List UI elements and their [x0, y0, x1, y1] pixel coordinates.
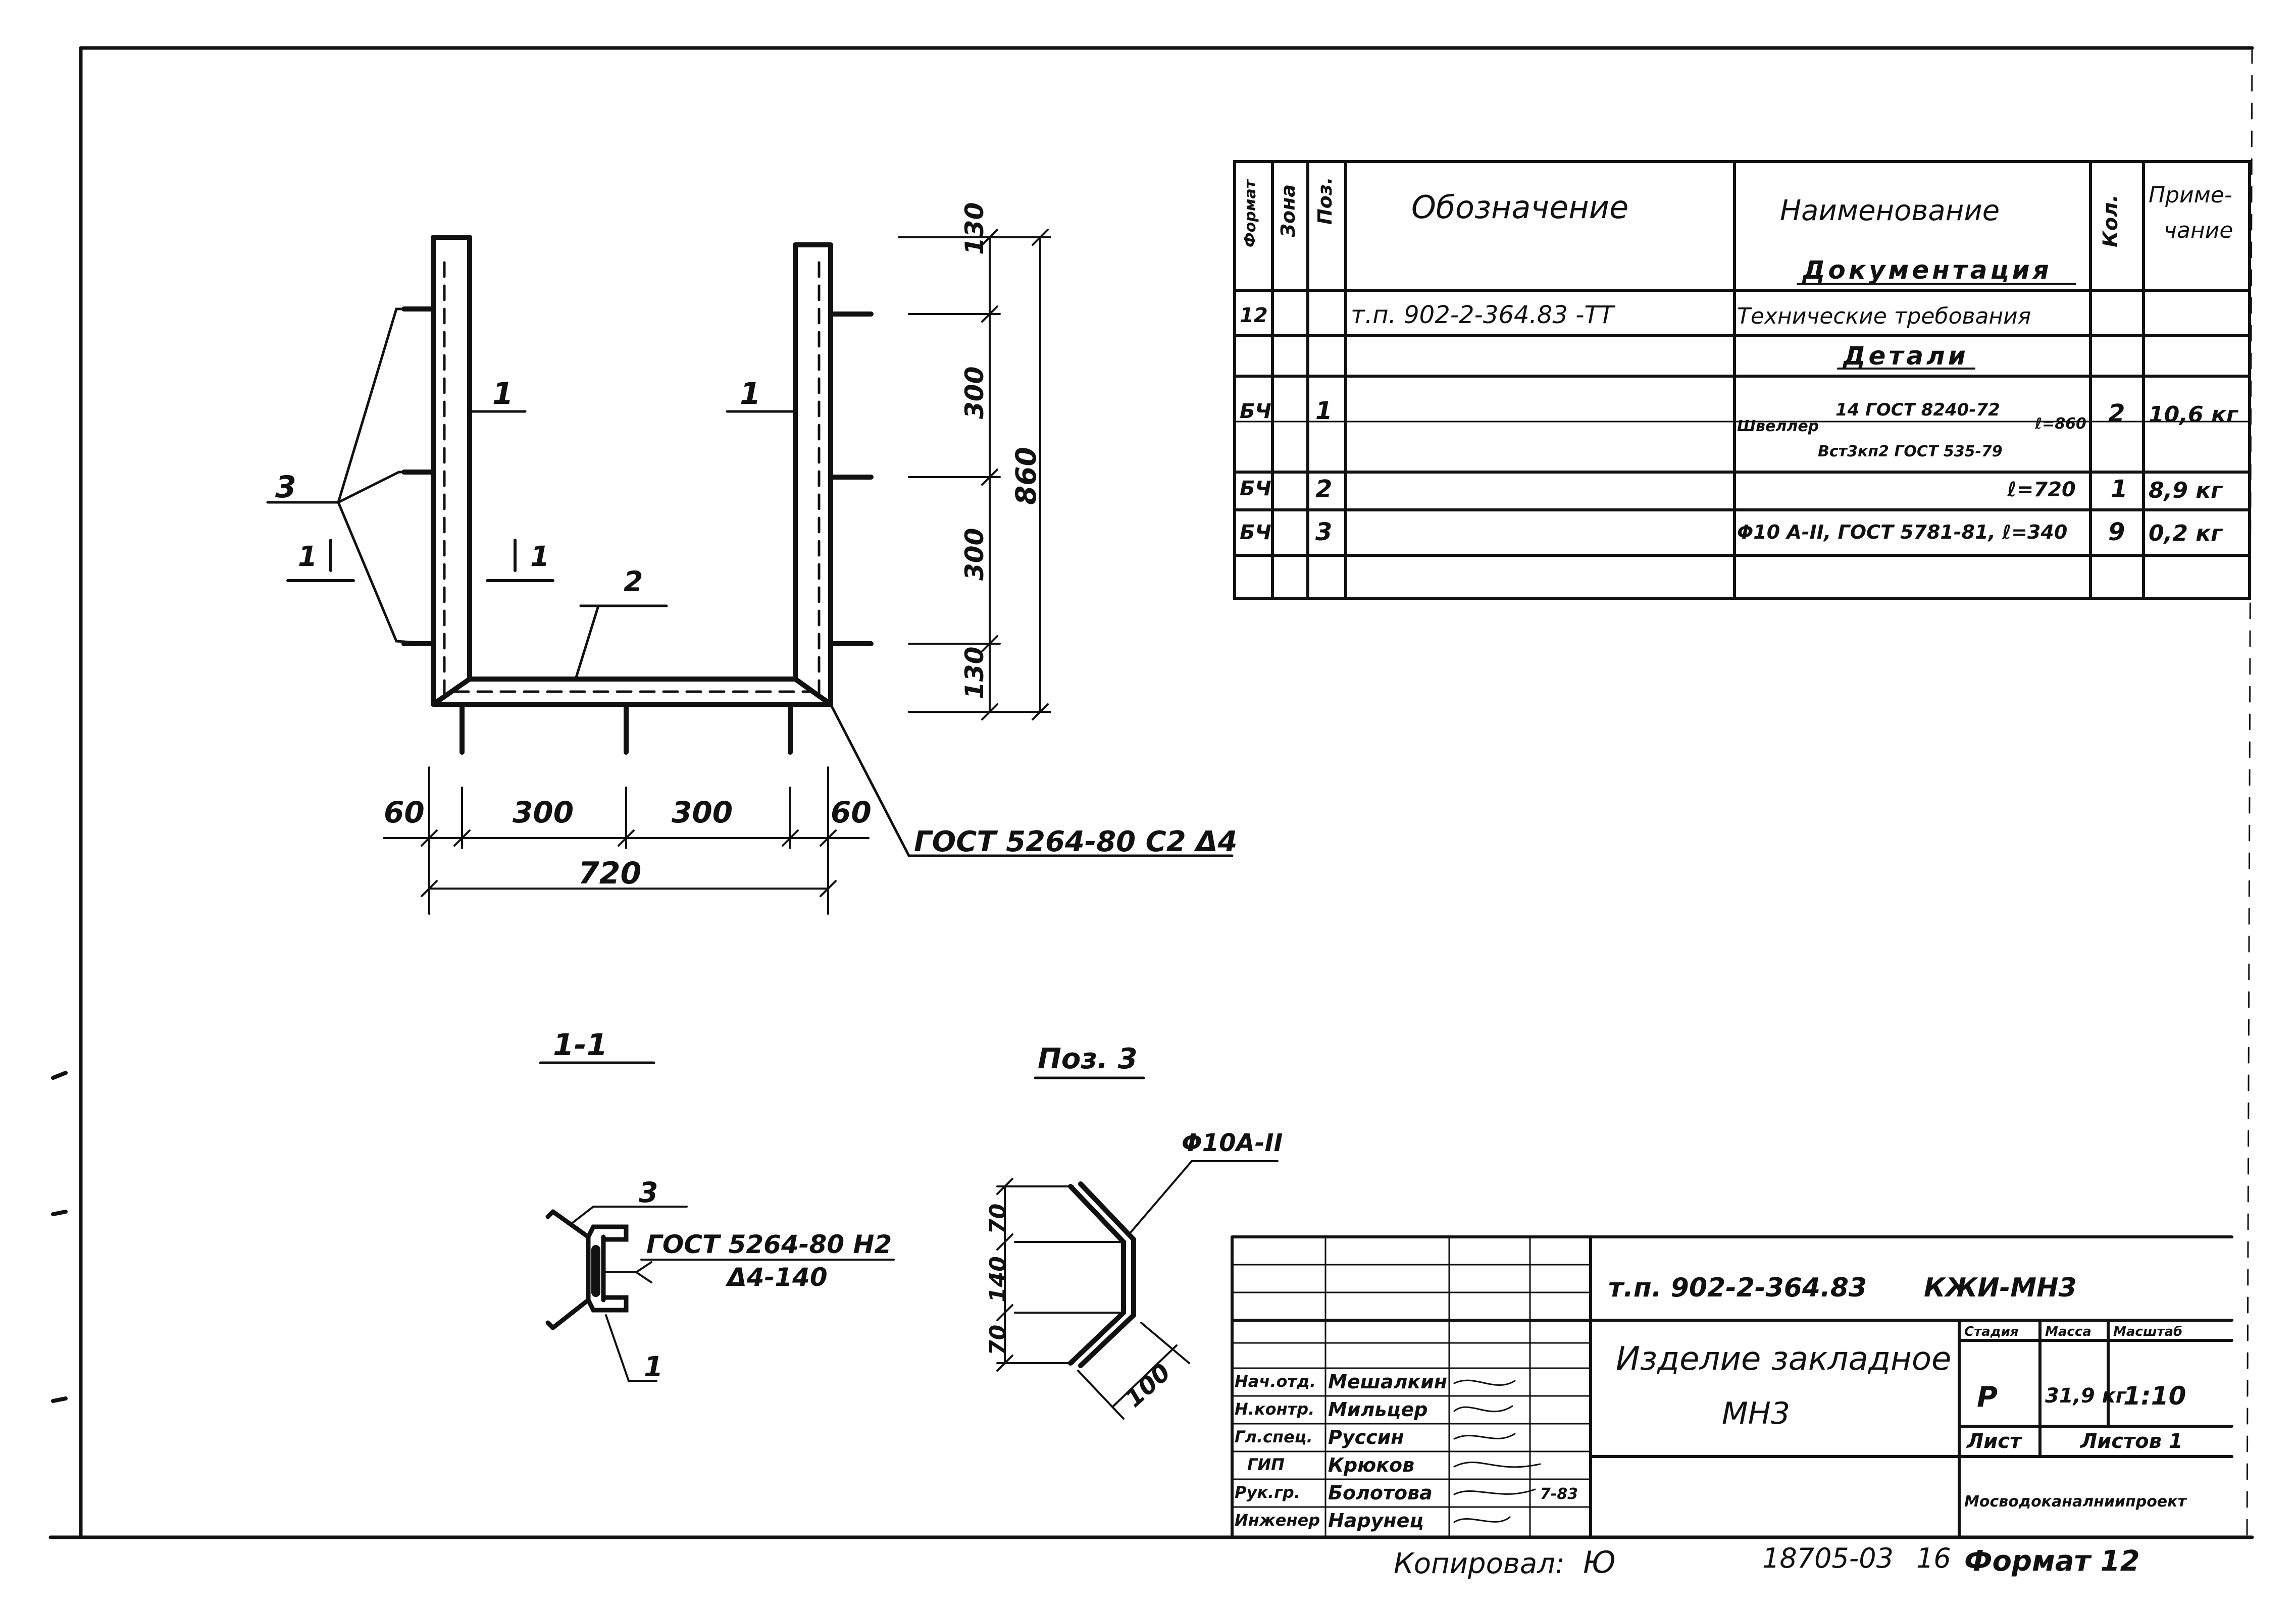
row-name-prefix: Швеллер — [1737, 418, 1819, 435]
section-1-1-view — [545, 1209, 629, 1330]
section-1-1-title: 1-1 — [553, 1027, 608, 1063]
copied-sign: Ю — [1583, 1545, 1616, 1580]
signature-name: Крюков — [1328, 1454, 1415, 1476]
mass-header: Масса — [2045, 1324, 2091, 1339]
sheet-frame — [48, 46, 2254, 1539]
section-parts: Детали — [1843, 341, 1969, 371]
header-pos: Поз. — [1314, 177, 1336, 225]
pos-label-channel-left: 1 — [492, 376, 514, 411]
sheet-label: Лист — [1967, 1430, 2022, 1453]
signature-name: Мешалкин — [1328, 1371, 1448, 1393]
dim-total-width: 720 — [578, 856, 642, 891]
header-format: Формат — [1242, 180, 1259, 247]
row-pos: 1 — [1315, 397, 1333, 425]
header-name: Наименование — [1780, 194, 2000, 227]
signature-role: Инженер — [1235, 1511, 1320, 1530]
pos-3-title: Поз. 3 — [1038, 1043, 1138, 1075]
row-name-suffix: ℓ=860 — [2035, 415, 2086, 433]
section-pos-top: 3 — [639, 1176, 658, 1209]
dim-bottom-3: 300 — [672, 795, 733, 829]
section-docs: Документация — [1803, 255, 2052, 285]
dims-bottom — [383, 766, 870, 915]
stage-header: Стадия — [1964, 1324, 2019, 1339]
stage-value: Р — [1977, 1381, 1998, 1414]
pos-3-bar-view — [1068, 1181, 1136, 1368]
dim-total-height: 860 — [1010, 447, 1042, 505]
header-qty: Кол. — [2099, 194, 2122, 247]
section-weld-note-2: Δ4-140 — [727, 1263, 828, 1292]
row-note: 0,2 кг — [2149, 521, 2223, 546]
dim-right-4: 130 — [960, 646, 989, 699]
header-zone: Зона — [1277, 184, 1299, 237]
row-qty: 1 — [2111, 475, 2128, 503]
signature-name: Нарунец — [1328, 1510, 1424, 1532]
pos-label-channel-right: 1 — [740, 376, 761, 411]
sheets-label: Листов 1 — [2080, 1430, 2183, 1453]
pos-3-bar-note: Φ10А-II — [1182, 1129, 1283, 1157]
dims-right — [898, 229, 1051, 720]
header-designation: Обозначение — [1411, 189, 1629, 226]
section-weld-note-1: ГОСТ 5264-80 Н2 — [646, 1230, 892, 1259]
row-note: 10,6 кг — [2149, 402, 2238, 428]
row-name-bottom: Вст3кп2 ГОСТ 535-79 — [1818, 443, 2003, 460]
pos-label-plate: 2 — [624, 565, 643, 598]
row-name: Технические требования — [1737, 303, 2031, 329]
section-mark — [286, 539, 554, 582]
row-name: Φ10 А-II, ГОСТ 5781-81, ℓ=340 — [1737, 521, 2068, 543]
signature-role: Рук.гр. — [1235, 1483, 1300, 1502]
signature-name: Мильцер — [1328, 1398, 1428, 1421]
title-block-grid — [1231, 1235, 2233, 1539]
signature-role: ГИП — [1247, 1455, 1285, 1474]
dim-right-1: 130 — [960, 202, 989, 255]
signature-name: Руссин — [1328, 1426, 1404, 1448]
pos-3-dim-2: 140 — [985, 1256, 1011, 1303]
section-pos-bottom: 1 — [644, 1351, 664, 1383]
header-note-2: чание — [2164, 218, 2233, 243]
row-name: ℓ=720 — [2007, 478, 2076, 501]
dim-bottom-4: 60 — [831, 795, 872, 829]
doc-number: т.п. 902-2-364.83 — [1608, 1273, 1867, 1303]
row-qty: 9 — [2108, 518, 2125, 546]
sign-date: 7-83 — [1540, 1485, 1578, 1503]
dim-right-2: 300 — [960, 366, 989, 419]
mass-value: 31,9 кг — [2045, 1384, 2126, 1408]
item-title: Изделие закладное — [1616, 1340, 1952, 1378]
doc-code: КЖИ-МН3 — [1924, 1273, 2077, 1303]
copied-by: Копировал: — [1394, 1547, 1565, 1580]
row-format: БЧ — [1240, 400, 1271, 423]
row-qty: 2 — [2108, 399, 2125, 428]
sheet-number: 16 — [1916, 1542, 1951, 1574]
embedded-item-view — [431, 235, 833, 707]
row-designation: т.п. 902-2-364.83 -ТТ — [1351, 301, 1614, 329]
pos-3-dim-3: 70 — [985, 1324, 1011, 1356]
row-format: БЧ — [1240, 521, 1271, 544]
signature-role: Гл.спец. — [1235, 1427, 1313, 1446]
row-pos: 2 — [1315, 475, 1333, 503]
pos-label-anchor: 3 — [275, 470, 296, 505]
signature-name: Болотова — [1328, 1482, 1433, 1504]
organization: Мосводоканалниипроект — [1964, 1493, 2186, 1511]
row-note: 8,9 кг — [2149, 478, 2223, 503]
row-pos: 3 — [1315, 518, 1333, 546]
leader-pos3 — [266, 307, 435, 645]
weld-note-main: ГОСТ 5264-80 С2 Δ4 — [914, 825, 1238, 858]
signature-role: Н.контр. — [1235, 1399, 1315, 1419]
dim-right-3: 300 — [960, 528, 989, 581]
row-format: БЧ — [1240, 477, 1271, 500]
section-mark-left-label: 1 — [298, 540, 318, 573]
format-label: Формат 12 — [1964, 1545, 2140, 1578]
row-name-top: 14 ГОСТ 8240-72 — [1835, 400, 2000, 420]
row-format: 12 — [1240, 304, 1268, 327]
archive-number: 18705-03 — [1762, 1542, 1894, 1574]
scale-value: 1:10 — [2123, 1381, 2186, 1411]
item-code: МН3 — [1722, 1396, 1791, 1431]
dim-bottom-2: 300 — [513, 795, 574, 829]
header-note-1: Приме- — [2149, 182, 2232, 208]
dim-bottom-1: 60 — [384, 795, 425, 829]
signature-role: Нач.отд. — [1235, 1372, 1316, 1391]
scale-header: Масштаб — [2113, 1324, 2183, 1339]
section-mark-right-label: 1 — [530, 540, 550, 573]
pos-3-dim-1: 70 — [985, 1203, 1011, 1234]
